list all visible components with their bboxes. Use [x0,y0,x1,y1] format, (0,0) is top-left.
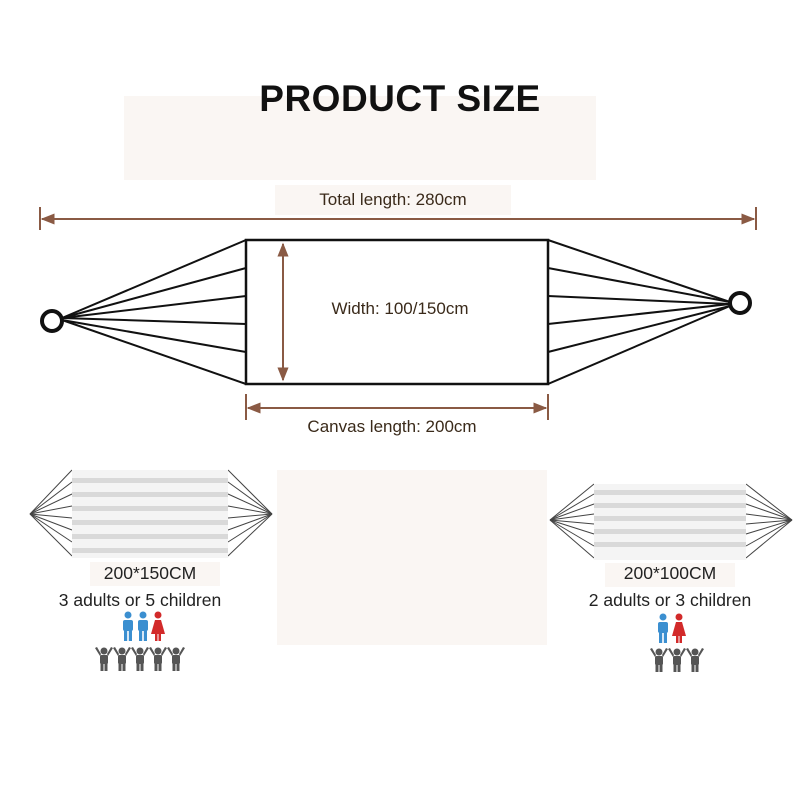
variant-150-capacity: 3 adults or 5 children [58,590,222,610]
hammock-150-image [29,469,273,558]
adult-male-icon [123,611,133,641]
title-panel [124,96,596,180]
child-icon [668,648,686,672]
right-ropes [547,239,731,385]
total-length-label: Total length: 280cm [319,190,467,209]
right-ring [728,291,752,315]
width-label: Width: 100/150cm [331,299,469,318]
page-title: PRODUCT SIZE [259,78,541,119]
right-children-icons [650,648,704,672]
variant-100-size: 200*100CM [623,563,717,583]
adult-female-icon [151,611,165,641]
canvas-length-label: Canvas length: 200cm [307,417,477,436]
child-icon [686,648,704,672]
left-children-icons [95,647,185,671]
total-length-panel [275,185,511,215]
child-icon [149,647,167,671]
hammock-100-image [549,483,793,560]
left-adults-icons [123,611,165,641]
left-ropes [61,239,247,385]
total-length-arrow [39,207,757,230]
canvas-length-arrow [245,394,549,420]
adult-male-icon [658,613,668,643]
center-panel [277,470,547,645]
child-icon [131,647,149,671]
adult-female-icon [672,613,686,643]
child-icon [113,647,131,671]
variant-150-size: 200*150CM [103,563,197,583]
hammock-canvas [244,238,550,386]
adult-male-icon [138,611,148,641]
right-adults-icons [658,613,686,643]
child-icon [167,647,185,671]
variant-100-capacity: 2 adults or 3 children [588,590,752,610]
left-size-panel [90,562,220,586]
right-size-panel [605,563,735,587]
child-icon [95,647,113,671]
left-ring [40,309,64,333]
child-icon [650,648,668,672]
